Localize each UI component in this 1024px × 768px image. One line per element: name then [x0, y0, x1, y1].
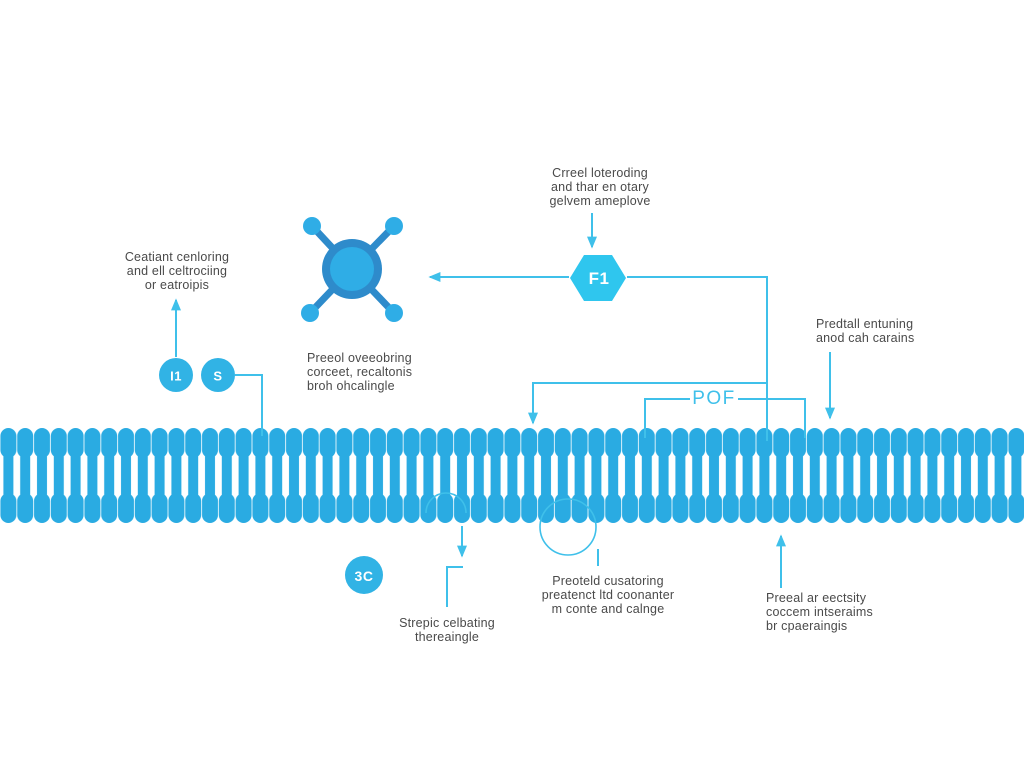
molecule-node-top-left	[303, 217, 321, 235]
label-pof: POF	[692, 388, 736, 409]
label-bottom-mid: Preoteld cusatoring preatenct ltd coonan…	[541, 574, 675, 616]
membrane-circle-outline	[539, 498, 597, 556]
membrane-arc-outline	[425, 492, 467, 514]
lipid-bilayer-membrane	[0, 428, 1024, 523]
pof-bracket-right	[738, 398, 806, 438]
molecule-node-top-right	[385, 217, 403, 235]
circle-s	[201, 358, 235, 392]
molecule-node-bottom-right	[385, 304, 403, 322]
label-right-upper: Predtall entuning anod cah carains	[816, 317, 915, 345]
molecule-node-bottom-left	[301, 304, 319, 322]
label-bottom-left: Strepic celbating thereaingle	[399, 616, 495, 644]
hexagon-f1	[570, 255, 626, 301]
label-molecule-caption: Preeol oveeobring corceet, recaltonis br…	[307, 351, 413, 393]
line-s-to-membrane	[235, 374, 263, 436]
label-bottom-right: Preeal ar eectsity coccem intseraims br …	[766, 591, 873, 633]
circle-i1-label: I1	[170, 368, 182, 384]
molecule-shape	[301, 217, 403, 322]
pof-bracket-left	[644, 398, 690, 438]
circle-3c	[345, 556, 383, 594]
circle-s-label: S	[213, 368, 223, 384]
label-left: Ceatiant cenloring and ell celtrociing o…	[124, 250, 230, 292]
hexagon-f1-label: F1	[588, 269, 610, 288]
label-top-center: Crreel loteroding and thar en otary gelv…	[549, 166, 651, 208]
connector-lines	[171, 213, 835, 607]
circle-3c-label: 3C	[354, 568, 374, 584]
elbow-to-bottom-left-label	[446, 566, 463, 607]
arrow-branch-to-membrane	[528, 382, 767, 425]
line-hexagon-right-down	[627, 276, 768, 441]
circle-i1	[159, 358, 193, 392]
molecule-inner-circle	[330, 247, 374, 291]
